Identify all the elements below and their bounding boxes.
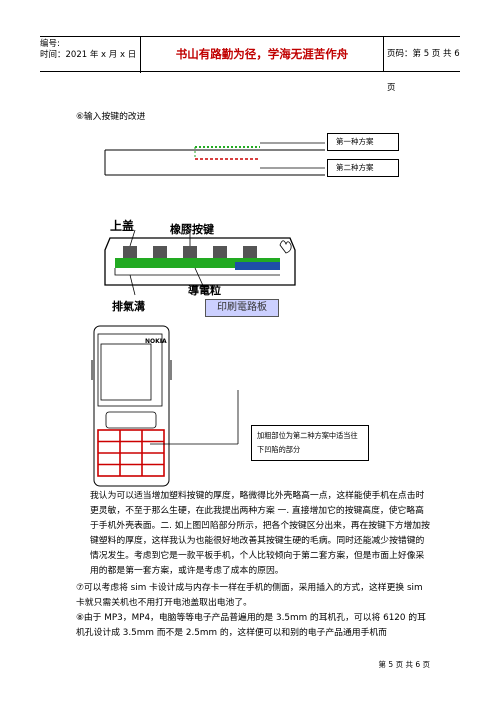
- hand-cursor-icon: [279, 240, 292, 254]
- header-page-info: 页码：第 5 页 共 6 页: [387, 49, 460, 93]
- label-pcb: 印刷電路板: [205, 299, 279, 317]
- label-conductive: 導電粒: [188, 284, 221, 297]
- code-label: 编号:: [40, 39, 60, 49]
- label-top-cover: 上盖: [110, 219, 135, 233]
- header-meta: 编号: 时间：2021 年 x 月 x 日: [40, 37, 141, 73]
- callout-arrow: [150, 390, 239, 445]
- plan2-box: 第二种方案: [327, 159, 399, 177]
- plan1-box: 第一种方案: [327, 133, 399, 151]
- callout-box: 加粗部位为第二种方案中适当往下凹陷的部分: [251, 425, 369, 461]
- time-label: 时间：2021 年 x 月 x 日: [40, 50, 137, 60]
- key-comparison-diagram: [104, 142, 325, 176]
- label-vent: 排氣溝: [112, 300, 145, 313]
- phone-drawing: [91, 325, 172, 487]
- header-motto: 书山有路勤为径，学海无涯苦作舟: [141, 37, 384, 71]
- keypad-highlight: [97, 429, 165, 477]
- paragraph-sim: ⑦可以考虑将 sim 卡设计成与内存卡一样在手机的侧面，采用插入的方式，这样更换…: [76, 583, 423, 608]
- keypad-cross-section: [104, 229, 296, 296]
- page-footer: 第 5 页 共 6 页: [378, 660, 430, 669]
- section-title: ⑥输入按键的改进: [76, 112, 146, 122]
- phone-brand: NOKIA: [145, 338, 167, 345]
- label-rubber-key: 橡膠按键: [170, 223, 214, 236]
- paragraph-headphone: ⑧由于 MP3，MP4，电脑等等电子产品普遍用的是 3.5mm 的耳机孔，可以将…: [76, 613, 426, 638]
- page-header: 编号: 时间：2021 年 x 月 x 日 书山有路勤为径，学海无涯苦作舟 页码…: [40, 36, 460, 93]
- paragraph-keys: 我认为可以适当增加塑料按键的厚度，略微得比外壳略高一点，这样能使手机在点击时更灵…: [90, 491, 430, 576]
